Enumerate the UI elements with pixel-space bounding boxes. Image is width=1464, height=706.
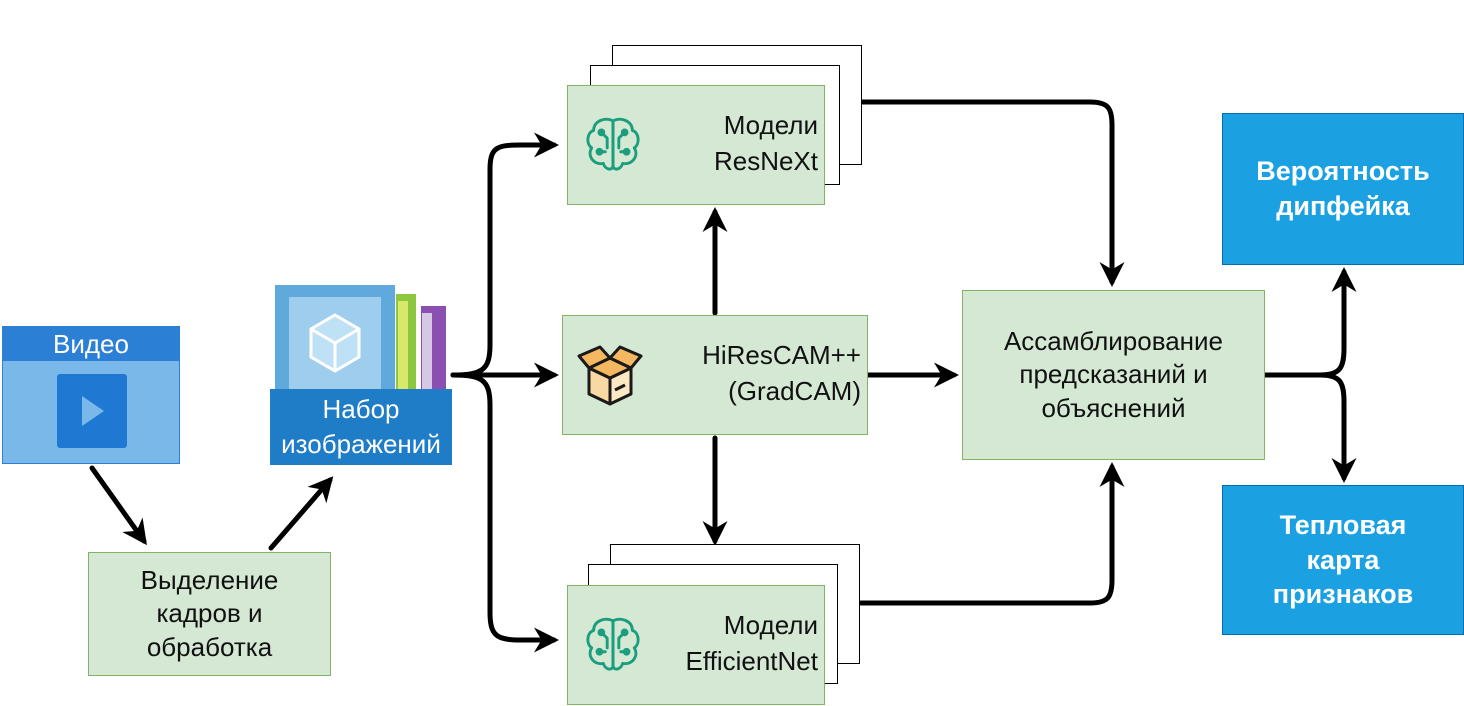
arrow-video-to-frames (89, 465, 147, 546)
resnext-models-label: Модели ResNeXt (713, 110, 818, 176)
image-dataset: Набор изображений (270, 283, 452, 465)
arrow-efficientnet-to-ensemble (858, 462, 1125, 606)
cube-icon (275, 285, 395, 389)
deepfake-probability-box: Вероятность дипфейка (1222, 113, 1464, 265)
resnext-models-box: Модели ResNeXt (567, 85, 825, 205)
frame-extraction-box: Выделение кадров и обработка (88, 552, 331, 676)
dataset-label-box: Набор изображений (270, 389, 452, 465)
brain-circuit-icon (586, 117, 640, 171)
efficientnet-models-label: Модели EfficientNet (685, 610, 818, 676)
video-window: Видео (2, 326, 180, 464)
arrow-frames-to-dataset (268, 476, 334, 551)
books-icon (396, 294, 446, 389)
ensemble-box: Ассамблирование предсказаний и объяснени… (962, 290, 1265, 460)
hirescam-label: HiResCAM++ (GradCAM) (702, 340, 861, 406)
arrow-ensemble-to-probability (1262, 267, 1357, 378)
arrow-ensemble-to-heatmap (1262, 372, 1357, 483)
ensemble-label: Ассамблирование предсказаний и объяснени… (1003, 326, 1224, 423)
dataset-label: Набор изображений (281, 393, 441, 459)
arrow-dataset-to-resnext (450, 132, 559, 378)
arrow-dataset-to-efficientnet (450, 372, 559, 653)
frame-extraction-label: Выделение кадров и обработка (140, 565, 279, 662)
brain-circuit-icon (586, 617, 640, 671)
feature-heatmap-box: Тепловая карта признаков (1222, 485, 1464, 635)
video-title-bar: Видео (3, 327, 179, 361)
deepfake-probability-label: Вероятность дипфейка (1256, 156, 1430, 221)
play-icon (57, 374, 127, 448)
video-title: Видео (53, 329, 129, 359)
efficientnet-models-box: Модели EfficientNet (567, 585, 825, 705)
arrow-resnext-to-ensemble (858, 99, 1125, 287)
hirescam-box: HiResCAM++ (GradCAM) (562, 315, 868, 435)
package-box-icon (577, 345, 643, 406)
feature-heatmap-label: Тепловая карта признаков (1272, 510, 1414, 610)
